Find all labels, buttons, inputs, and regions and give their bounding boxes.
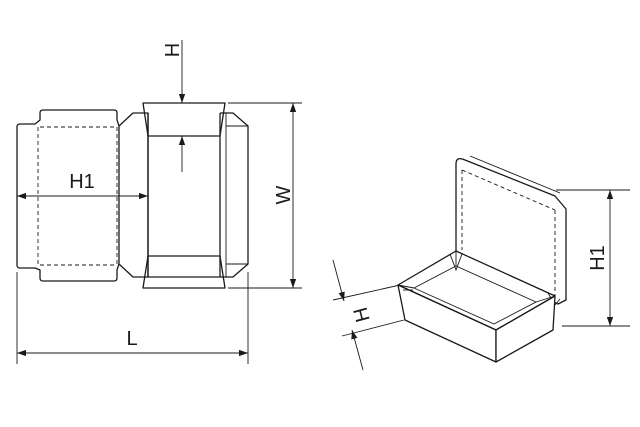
right-side-flap bbox=[220, 112, 249, 278]
h-top-dimension: H bbox=[162, 40, 186, 172]
label-w: W bbox=[273, 185, 295, 204]
label-h1-flat: H1 bbox=[69, 171, 95, 193]
base-panel bbox=[147, 113, 221, 278]
label-l: L bbox=[126, 328, 137, 350]
label-h1-box: H1 bbox=[587, 245, 609, 271]
left-side-flap bbox=[118, 112, 149, 278]
label-h-top: H bbox=[162, 43, 184, 57]
h-box-dimension: H bbox=[332, 259, 405, 371]
lid-panel bbox=[16, 109, 120, 282]
h1-flat-dimension: H1 bbox=[17, 171, 148, 200]
open-box-3d bbox=[397, 155, 567, 363]
w-dimension: W bbox=[228, 102, 302, 289]
bottom-end-flap bbox=[142, 255, 226, 289]
top-end-flap bbox=[142, 102, 226, 137]
l-dimension: L bbox=[16, 272, 249, 364]
box-right-wall bbox=[495, 295, 556, 363]
label-h-box: H bbox=[350, 305, 375, 325]
h1-box-dimension: H1 bbox=[556, 189, 630, 327]
flat-dieline bbox=[16, 102, 249, 289]
